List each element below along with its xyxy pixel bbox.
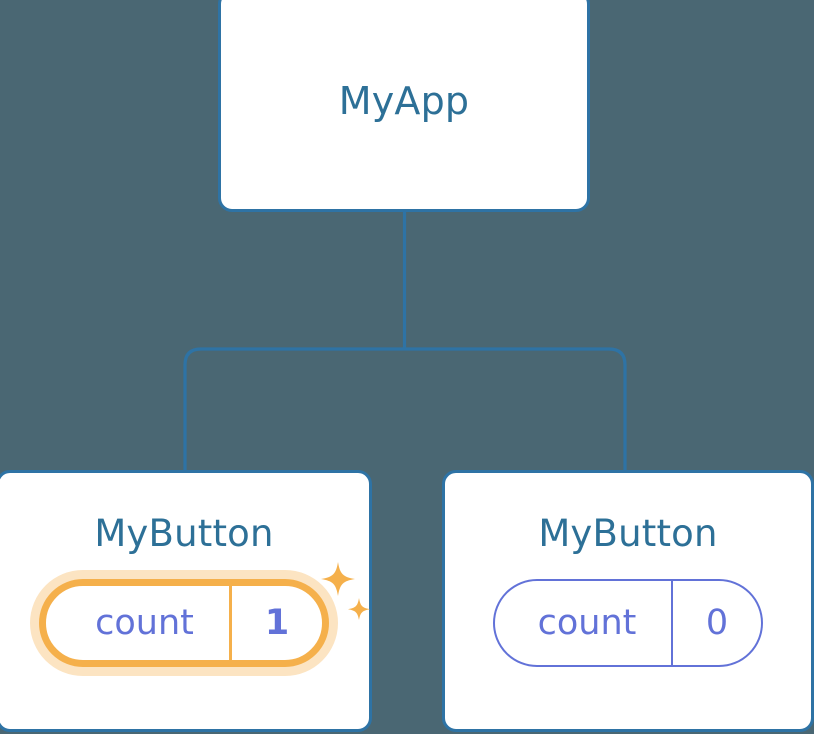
state-value-right: 0 xyxy=(671,581,761,665)
child-node-card-right[interactable]: MyButton count 0 xyxy=(442,470,814,732)
connector-branch-right xyxy=(404,347,627,472)
state-value-left: 1 xyxy=(229,586,322,660)
state-key-right: count xyxy=(537,602,637,643)
child-node-title-right: MyButton xyxy=(538,512,718,555)
root-node-card[interactable]: MyApp xyxy=(218,0,590,212)
child-node-card-left[interactable]: MyButton count 1 xyxy=(0,470,372,732)
state-pill-wrap-left: count 1 xyxy=(0,579,369,667)
root-node-title: MyApp xyxy=(338,79,470,123)
connector-branch-left xyxy=(183,347,405,472)
child-node-title-left: MyButton xyxy=(94,512,274,555)
state-pill-wrap-right: count 0 xyxy=(445,579,811,667)
state-pill-right[interactable]: count 0 xyxy=(493,579,763,667)
state-key-left: count xyxy=(95,602,194,643)
state-pill-left[interactable]: count 1 xyxy=(39,579,329,667)
